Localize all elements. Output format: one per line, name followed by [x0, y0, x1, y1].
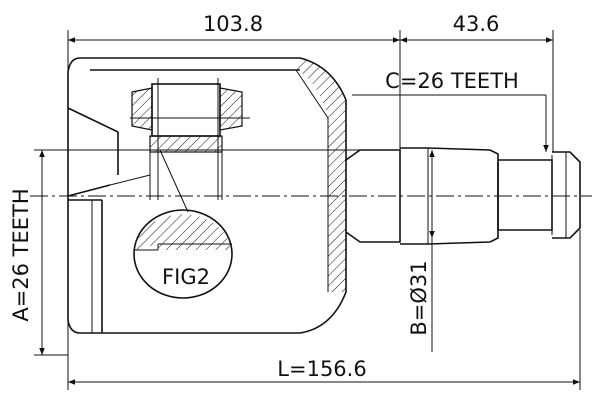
- fig2-detail: FIG2: [133, 149, 233, 299]
- stem-diameter-label: B=Ø31: [407, 260, 431, 335]
- housing: [67, 57, 347, 334]
- fig2-label: FIG2: [162, 265, 210, 289]
- stem: [345, 147, 581, 245]
- stem-length-label: 43.6: [453, 12, 500, 36]
- housing-length-label: 103.8: [203, 12, 263, 36]
- stem-teeth-label: C=26 TEETH: [385, 69, 519, 93]
- overall-length-label: L=156.6: [277, 357, 366, 381]
- housing-teeth-label: A=26 TEETH: [9, 188, 33, 321]
